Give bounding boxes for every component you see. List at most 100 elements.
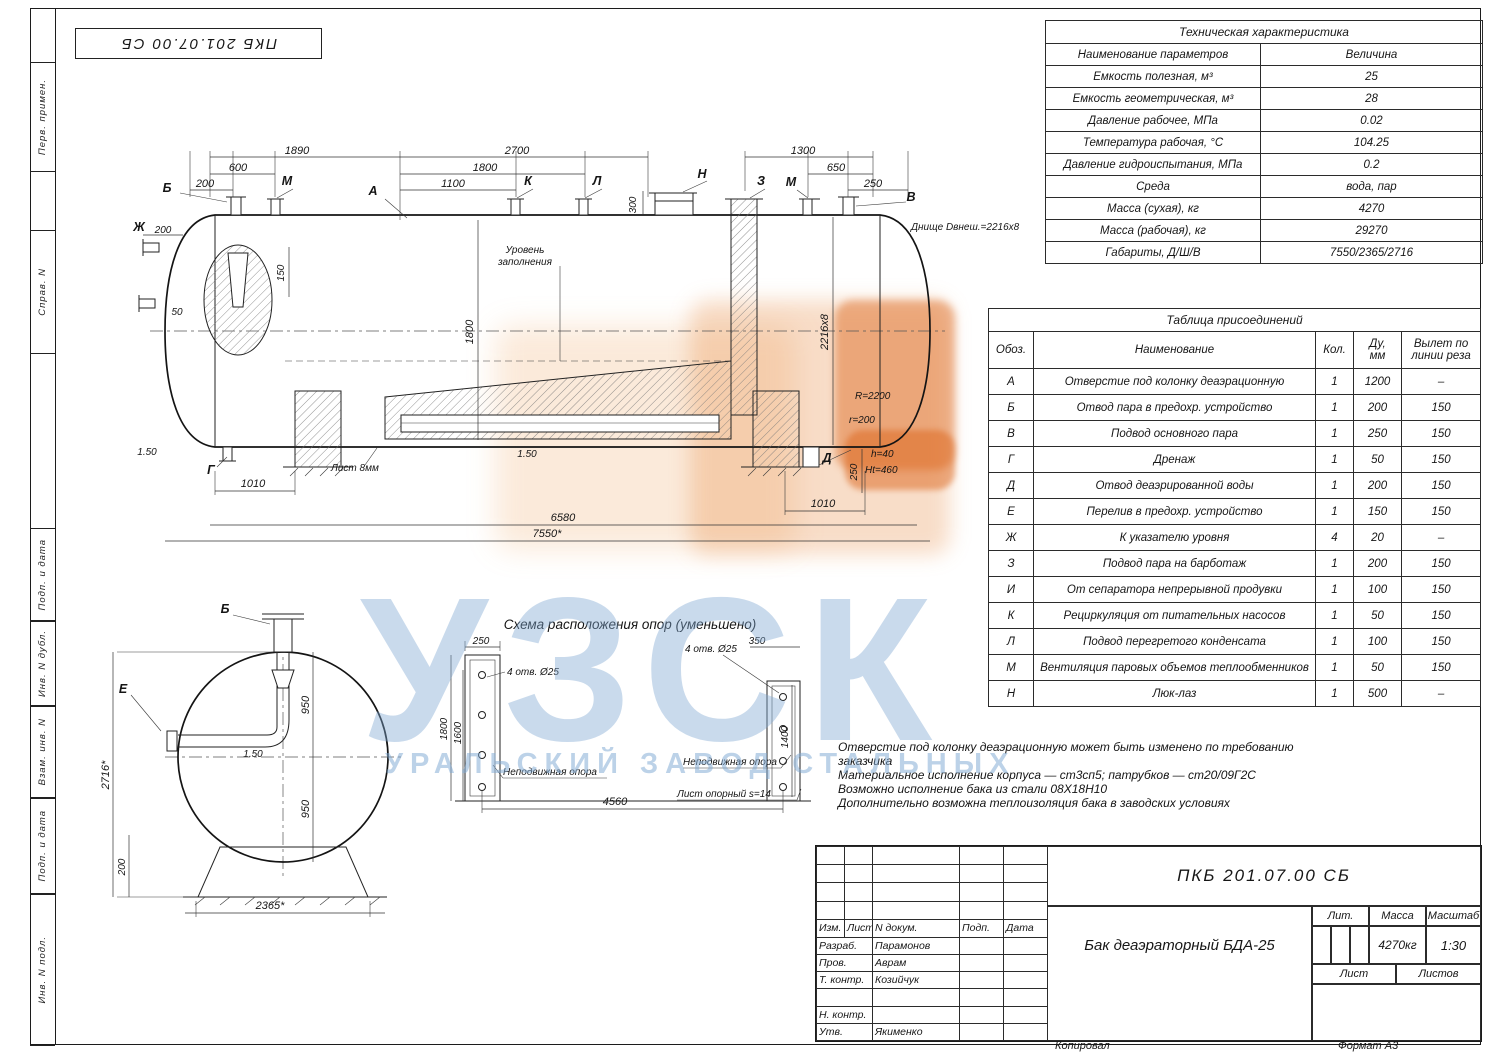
conn-letter-v: В <box>906 190 915 204</box>
dim-1800-vert: 1800 <box>464 319 476 344</box>
margin-box: Инв. N дубл. <box>30 620 55 707</box>
lit-label: Лит. <box>1312 906 1369 926</box>
end-nozzle-b <box>273 618 293 653</box>
margin-label: Справ. N <box>37 268 48 316</box>
note-line: Отверстие под колонку деаэрационную може… <box>838 740 1294 768</box>
table-row: Н. контр. <box>816 1005 1048 1024</box>
table-row: Т. контр.Козийчук <box>816 971 1048 990</box>
barbotage-channel <box>730 198 758 416</box>
end-view: 2716* 950 950 1.50 200 2365* Б Е <box>100 602 401 917</box>
col-data: Дата <box>1003 918 1048 938</box>
dim-7550: 7550* <box>533 528 562 540</box>
table-row: Техническая характеристика <box>1045 20 1483 44</box>
table-row <box>816 988 1048 1007</box>
col-list: Лист <box>844 918 873 938</box>
scale-value: 1:30 <box>1426 926 1481 964</box>
conn-letter-d: Д <box>821 451 831 465</box>
conn-letter-l: Л <box>592 174 602 188</box>
top-stamp-text: ПКБ 201.07.00 СБ <box>119 35 278 52</box>
dim-950-a: 950 <box>300 695 312 714</box>
dim-2365: 2365* <box>255 900 285 912</box>
label-base-plate: Лист опорный s=14 <box>676 789 771 800</box>
saddle-support <box>294 390 342 468</box>
label-fixed-support-right: Неподвижная опора <box>683 757 777 768</box>
internal-trough <box>400 414 720 433</box>
table-row: Разраб.Парамонов <box>816 936 1048 956</box>
nozzle-g <box>222 446 233 462</box>
inner-frame-line <box>55 8 56 1044</box>
dim-1300: 1300 <box>791 145 816 157</box>
dim-1010-right: 1010 <box>811 498 836 510</box>
margin-box: Перв. примен. <box>30 62 55 172</box>
conn-letter-a: А <box>367 184 377 198</box>
conn-letter-b-end: Б <box>221 602 230 616</box>
lit-cell <box>1312 926 1331 964</box>
saddle-support <box>752 390 800 468</box>
dim-350-plate: 350 <box>749 636 766 647</box>
dim-200-end: 200 <box>117 858 128 876</box>
manhole-n <box>654 192 694 216</box>
dim-4560: 4560 <box>603 796 628 808</box>
table-row <box>816 845 1048 866</box>
scale-label: Масштаб <box>1426 906 1481 926</box>
col-izm: Изм. <box>816 918 845 938</box>
dim-650: 650 <box>827 162 846 174</box>
left-margin-strip: Перв. примен. Справ. N Подп. и дата Инв.… <box>30 8 55 1046</box>
margin-box: Справ. N <box>30 230 55 354</box>
conn-letter-z: З <box>757 174 765 188</box>
dim-1400-plate: 1400 <box>780 725 791 748</box>
table-row: Обоз. Наименование Кол. Ду, мм Вылет по … <box>988 331 1482 369</box>
nozzle-zh <box>142 242 160 253</box>
lit-cell <box>1331 926 1350 964</box>
table-row <box>816 882 1048 902</box>
format-label: Формат А3 <box>1338 1040 1399 1052</box>
margin-label: Подп. и дата <box>37 810 48 882</box>
dim-1100: 1100 <box>441 178 466 190</box>
dim-2716: 2716* <box>100 760 112 790</box>
title-block: Изм. Лист N докум. Подп. Дата Разраб.Пар… <box>815 845 1482 1042</box>
drawing-canvas: 1890 2700 1300 600 1800 650 1100 200 250… <box>100 145 1020 917</box>
nozzle-k <box>510 198 521 216</box>
nozzle-m2 <box>802 198 813 216</box>
dim-300: 300 <box>628 196 639 213</box>
dim-250: 250 <box>863 178 883 190</box>
dim-1010-left: 1010 <box>241 478 266 490</box>
table-row <box>816 900 1048 920</box>
dim-shell-2216x8: 2216х8 <box>819 313 831 351</box>
margin-label: Инв. N подл. <box>37 935 48 1004</box>
note-line: Возможно исполнение бака из стали 08Х18Н… <box>838 782 1108 796</box>
sheet-label: Лист <box>1312 964 1396 984</box>
copied-label: Копировал <box>1055 1040 1110 1052</box>
nozzle-d <box>802 446 820 468</box>
note-line: Материальное исполнение корпуса — ст3сп5… <box>838 768 1256 782</box>
internal-funnel <box>227 252 249 308</box>
title-block-signatures: Изм. Лист N докум. Подп. Дата Разраб.Пар… <box>816 845 1048 1042</box>
top-stamp-box: ПКБ 201.07.00 СБ <box>75 28 322 59</box>
label-holes-right: 4 отв. Ø25 <box>685 644 737 655</box>
margin-box: Взам. инв. N <box>30 705 55 799</box>
conn-letter-g: Г <box>207 463 216 477</box>
mass-value: 4270кг <box>1369 926 1426 964</box>
table-row <box>816 864 1048 884</box>
dim-600: 600 <box>229 162 248 174</box>
org-cell <box>1312 984 1481 1041</box>
end-nozzle-e <box>166 730 178 752</box>
product-name: Бак деаэраторный БДА-25 <box>1047 906 1312 1041</box>
conn-letter-m1: М <box>282 174 293 188</box>
dim-1800-top: 1800 <box>473 162 498 174</box>
dim-250-vert: 250 <box>849 463 860 481</box>
margin-box: Подп. и дата <box>30 528 55 622</box>
